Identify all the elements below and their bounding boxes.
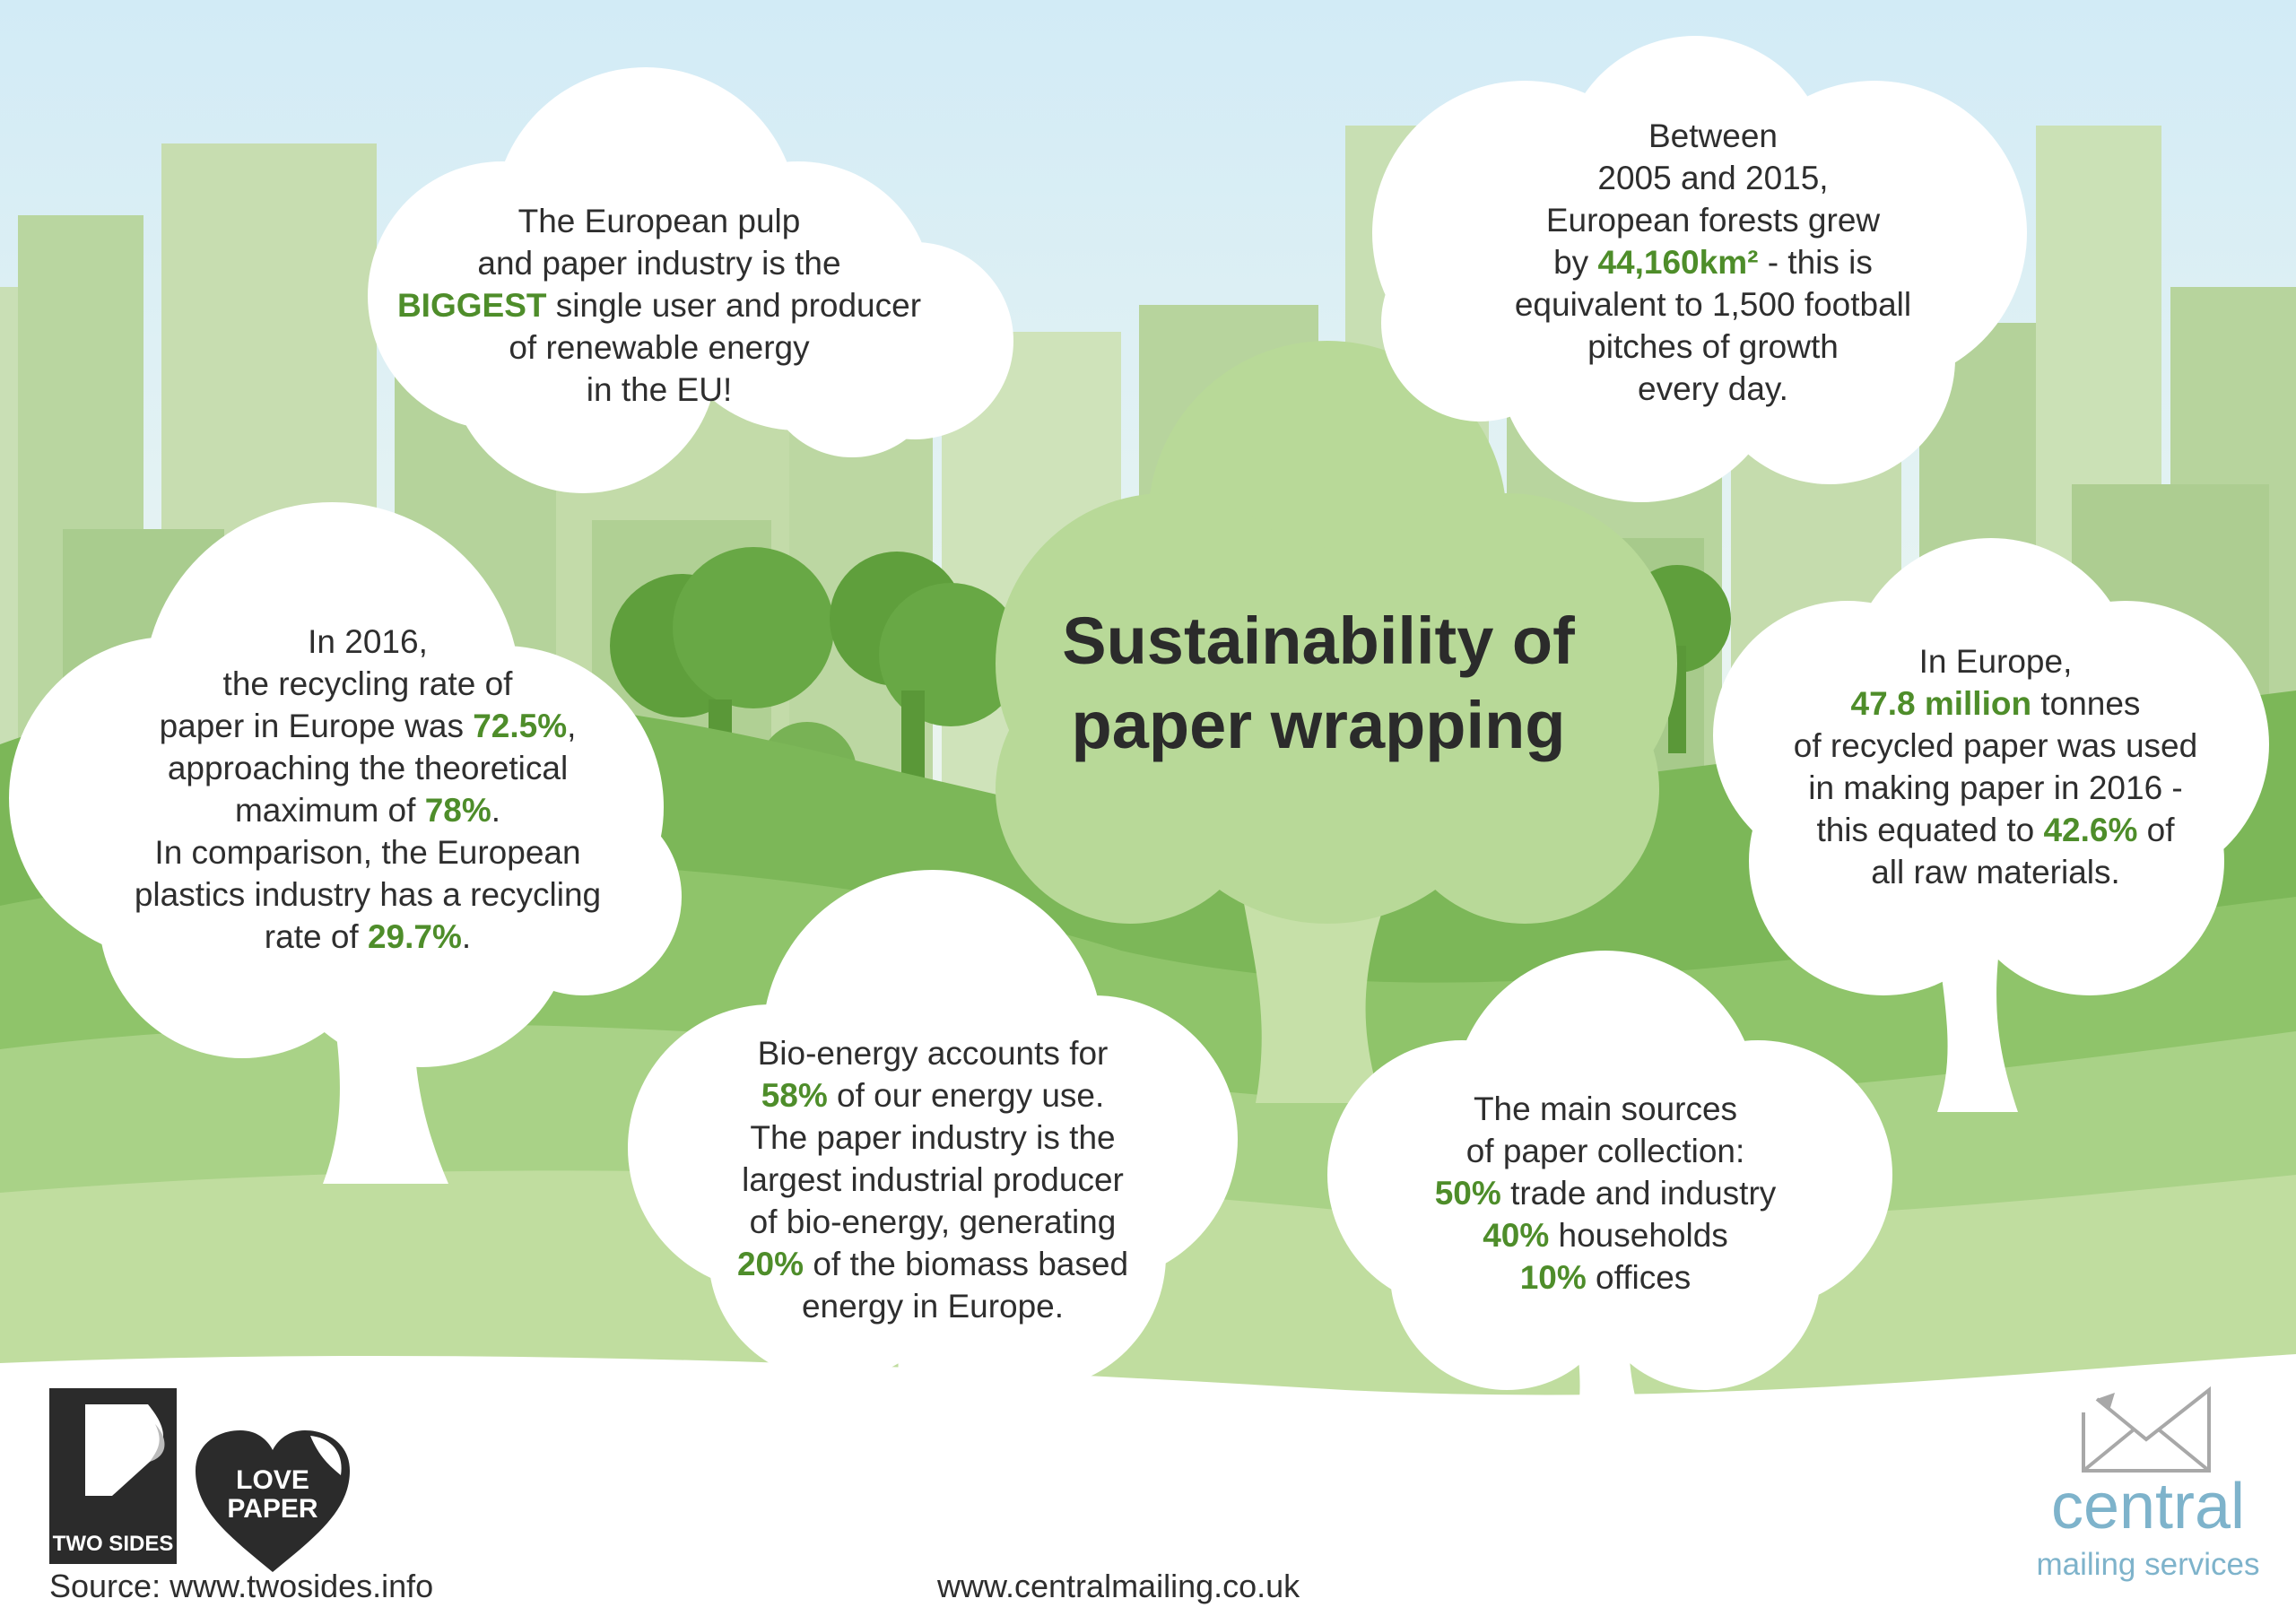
fact-text: rate of [264, 918, 359, 955]
fact-text: , [567, 708, 577, 744]
central-tree [996, 341, 1677, 1103]
fact-text: single user and producer [555, 286, 922, 324]
fact-text: . [491, 792, 501, 829]
fact-highlight: 50% [1434, 1174, 1501, 1212]
fact-text: In comparison, the European [154, 834, 581, 871]
fact-recycling-rate: In 2016, the recycling rate of paper in … [99, 614, 637, 964]
fact-highlight: 44,160km² [1597, 244, 1759, 281]
fact-text: Bio-energy accounts for [757, 1034, 1109, 1072]
fact-text: tonnes [2040, 685, 2141, 722]
fact-highlight: 40% [1483, 1216, 1550, 1254]
fact-text: in making paper in 2016 - [1808, 769, 2183, 806]
fact-text: of [2146, 812, 2175, 848]
love-word: LOVE [236, 1465, 309, 1495]
fact-text: this equated to [1816, 812, 2035, 848]
fact-text: The European pulp [517, 202, 801, 239]
envelope-icon [2082, 1386, 2211, 1473]
fact-text: the recycling rate of [222, 665, 513, 702]
fact-text: of renewable energy [509, 328, 810, 366]
cloud-shapes [9, 36, 2269, 1444]
fact-highlight: 20% [736, 1245, 804, 1282]
fact-text: 2005 and 2015, [1597, 160, 1829, 196]
fact-text: approaching the theoretical [167, 750, 569, 786]
fact-text: by [1553, 244, 1589, 281]
fact-text: households [1558, 1216, 1728, 1254]
fact-text: In 2016, [308, 623, 428, 660]
fact-text: of recycled paper was used [1793, 727, 2198, 764]
two-sides-logo [49, 1388, 177, 1564]
fact-highlight: 78% [424, 792, 491, 829]
fact-text: of our energy use. [837, 1076, 1105, 1114]
fact-renewable-energy: The European pulp and paper industry is … [368, 193, 951, 417]
fact-text: Between [1648, 117, 1778, 154]
ground-white [0, 1354, 2296, 1616]
fact-text: offices [1596, 1258, 1692, 1296]
fact-text: all raw materials. [1871, 854, 2120, 891]
fact-highlight: 72.5% [473, 708, 568, 744]
central-mailing-logo-name: central [2050, 1471, 2246, 1542]
fact-highlight: 29.7% [367, 918, 462, 955]
paper-word: PAPER [227, 1494, 318, 1524]
fact-highlight: 47.8 million [1850, 685, 2032, 722]
two-sides-logo-text: TWO SIDES [52, 1532, 174, 1556]
fact-text: trade and industry [1510, 1174, 1777, 1212]
fact-text: of bio-energy, generating [749, 1203, 1117, 1240]
fact-text: maximum of [234, 792, 416, 829]
fact-bio-energy: Bio-energy accounts for 58% of our energ… [682, 1027, 1184, 1332]
fact-text: In Europe, [1918, 643, 2073, 680]
title-line-1: Sustainability of [1062, 604, 1575, 678]
website-link[interactable]: www.centralmailing.co.uk [937, 1568, 1300, 1604]
fact-text: largest industrial producer [742, 1160, 1124, 1198]
fact-text: equivalent to 1,500 football [1514, 286, 1912, 323]
fact-text: every day. [1638, 370, 1788, 407]
source-credit: Source: www.twosides.info [49, 1568, 434, 1604]
fact-highlight: 10% [1519, 1258, 1587, 1296]
fact-text: paper in Europe was [159, 708, 464, 744]
fact-highlight: BIGGEST [396, 286, 547, 324]
page-title: Sustainability of paper wrapping [996, 599, 1641, 768]
fact-text: . [461, 918, 472, 955]
fact-highlight: 58% [761, 1076, 828, 1114]
central-mailing-logo-subtitle: mailing services [2036, 1547, 2260, 1582]
fact-highlight: 42.6% [2043, 812, 2138, 848]
fact-text: of paper collection: [1465, 1132, 1745, 1169]
love-paper-logo-text: LOVE PAPER [212, 1466, 334, 1524]
fact-text: plastics industry has a recycling [134, 876, 602, 913]
fact-paper-collection: The main sources of paper collection: 50… [1399, 1076, 1812, 1309]
fact-text: pitches of growth [1587, 328, 1839, 365]
fact-text: energy in Europe. [801, 1287, 1065, 1325]
fact-text: of the biomass based [813, 1245, 1129, 1282]
fact-forest-growth: Between 2005 and 2015, European forests … [1453, 108, 1973, 417]
fact-text: The paper industry is the [750, 1118, 1116, 1156]
title-line-2: paper wrapping [1071, 688, 1566, 762]
fact-text: European forests grew [1545, 202, 1881, 239]
fact-text: The main sources [1473, 1090, 1738, 1127]
fact-text: and paper industry is the [477, 244, 841, 282]
fact-text: - this is [1767, 244, 1873, 281]
fact-recycled-paper: In Europe, 47.8 million tonnes of recycl… [1744, 637, 2247, 897]
fact-text: in the EU! [586, 370, 733, 408]
love-paper-logo [196, 1430, 350, 1572]
